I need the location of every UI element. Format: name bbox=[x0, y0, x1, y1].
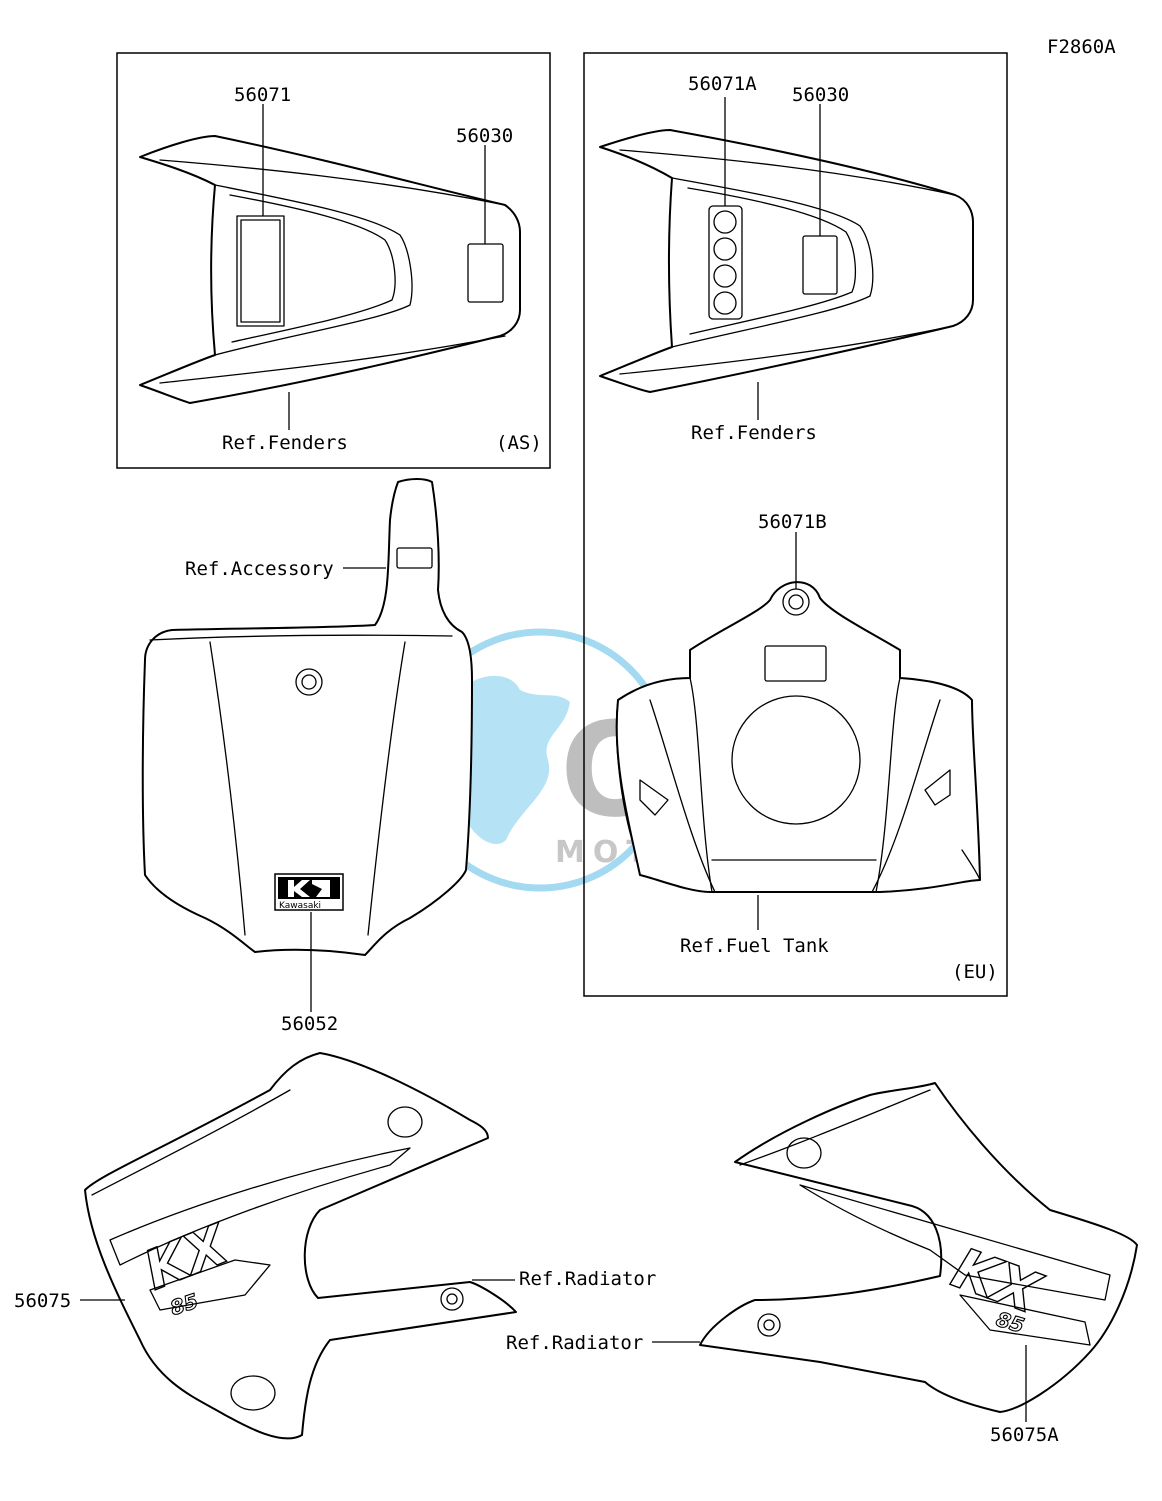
rear-fender-as bbox=[139, 135, 521, 404]
watermark-globe-continents bbox=[446, 675, 570, 845]
panel-eu: 56071A 56030 Ref.Fenders 56071B Ref.Fuel… bbox=[583, 52, 1008, 997]
label-56071b-rect bbox=[764, 645, 827, 682]
variant-as: (AS) bbox=[496, 432, 542, 454]
figure-code: F2860A bbox=[1047, 36, 1116, 58]
callout-56071b: 56071B bbox=[758, 511, 827, 533]
variant-eu: (EU) bbox=[952, 961, 998, 983]
plate-bolt bbox=[295, 668, 323, 696]
callout-56030-eu: 56030 bbox=[792, 84, 849, 106]
svg-text:Kawasaki: Kawasaki bbox=[279, 901, 321, 911]
ref-fenders-eu: Ref.Fenders bbox=[691, 422, 817, 444]
front-number-plate: Kawasaki bbox=[141, 478, 473, 956]
kawasaki-logo: Kawasaki bbox=[274, 873, 344, 911]
ref-fuel-tank: Ref.Fuel Tank bbox=[680, 935, 829, 957]
ref-fenders-as: Ref.Fenders bbox=[222, 432, 348, 454]
fuel-tank bbox=[615, 581, 981, 893]
ref-radiator-right: Ref.Radiator bbox=[506, 1332, 643, 1354]
panel-as: 56071 56030 Ref.Fenders (AS) bbox=[116, 52, 551, 469]
panel-eu-frame bbox=[583, 52, 1008, 997]
ref-radiator-left: Ref.Radiator bbox=[519, 1268, 656, 1290]
ref-accessory: Ref.Accessory bbox=[185, 558, 334, 580]
callout-56071a: 56071A bbox=[688, 73, 757, 95]
callout-56075: 56075 bbox=[14, 1290, 71, 1312]
plate-accessory-slot bbox=[396, 547, 433, 569]
radiator-shroud-right: KX 85 bbox=[699, 1082, 1138, 1413]
callout-56030-as: 56030 bbox=[456, 125, 513, 147]
callout-56052: 56052 bbox=[281, 1013, 338, 1035]
rear-fender-eu bbox=[599, 129, 974, 393]
panel-as-frame bbox=[116, 52, 551, 469]
callout-56071: 56071 bbox=[234, 84, 291, 106]
label-56071-rect bbox=[236, 215, 285, 327]
radiator-shroud-left: KX 85 bbox=[84, 1052, 517, 1440]
callout-56075a: 56075A bbox=[990, 1424, 1059, 1446]
